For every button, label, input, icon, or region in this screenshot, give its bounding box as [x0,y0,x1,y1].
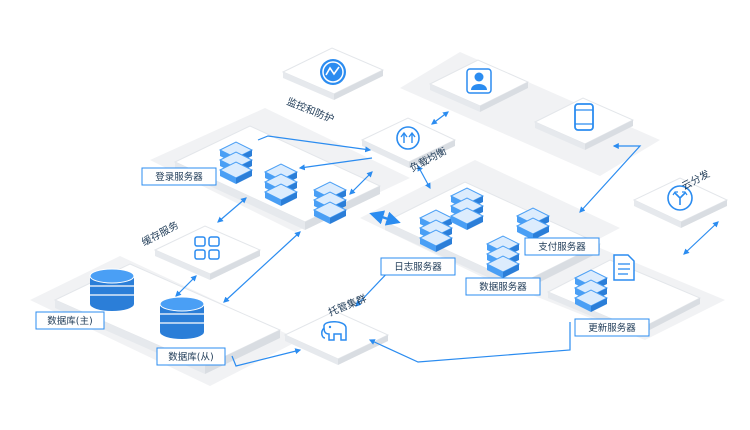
connector-cloud-update [683,221,719,255]
login-server-stack-1 [218,141,254,184]
log-server-stack-1 [418,209,454,252]
connector-login-db [223,231,301,303]
db-slave-cylinders [159,296,205,339]
mobile-phone-icon [574,103,594,131]
connector-login-cache [217,197,247,223]
connector-login-lb [257,135,372,153]
document-icon [613,254,635,281]
label-monitor: 监控和防护 [285,95,336,126]
user-icon [466,68,492,94]
label-log-server: 日志服务器 [380,257,456,276]
label-db-slave: 数据库(从) [156,347,226,366]
connector-lb-login2 [349,171,373,195]
label-pay-server: 支付服务器 [524,237,600,256]
connector-cache-db [175,275,197,297]
svg-text:数据服务器: 数据服务器 [479,281,527,293]
connector-lb-data [417,164,431,190]
branch-distribution-icon [667,185,693,211]
connector-user-lb [431,111,449,125]
label-login-server: 登录服务器 [141,167,217,186]
db-master-cylinders [89,268,135,311]
svg-text:数据库(主): 数据库(主) [47,315,92,327]
grid-blocks-icon [194,236,220,260]
label-db-master: 数据库(主) [35,311,105,330]
svg-text:更新服务器: 更新服务器 [588,322,636,334]
svg-text:登录服务器: 登录服务器 [155,171,203,183]
connector-login-data [369,210,401,226]
svg-text:日志服务器: 日志服务器 [394,261,442,273]
server-stacks [218,141,609,312]
pay-server-stack [515,207,551,240]
log-server-stack-2 [449,187,485,230]
label-update-server: 更新服务器 [574,318,650,337]
load-balancer-icon [396,126,420,150]
elephant-icon [321,321,347,341]
label-hosting-cluster: 托管集群 [326,292,368,319]
data-server-stack [485,235,521,278]
connector-lb-login [298,157,373,171]
speedometer-icon [320,59,346,85]
connector-update-hosting [368,322,571,363]
label-data-server: 数据服务器 [465,277,541,296]
hosting-platform [283,310,390,365]
login-server-stack-3 [312,181,348,224]
login-server-stack-2 [263,163,299,206]
connector-db-hosting [231,348,302,367]
connector-mobile-pay [579,143,642,213]
svg-text:支付服务器: 支付服务器 [538,241,586,253]
update-server-stack [573,269,609,312]
svg-text:数据库(从): 数据库(从) [168,351,213,363]
